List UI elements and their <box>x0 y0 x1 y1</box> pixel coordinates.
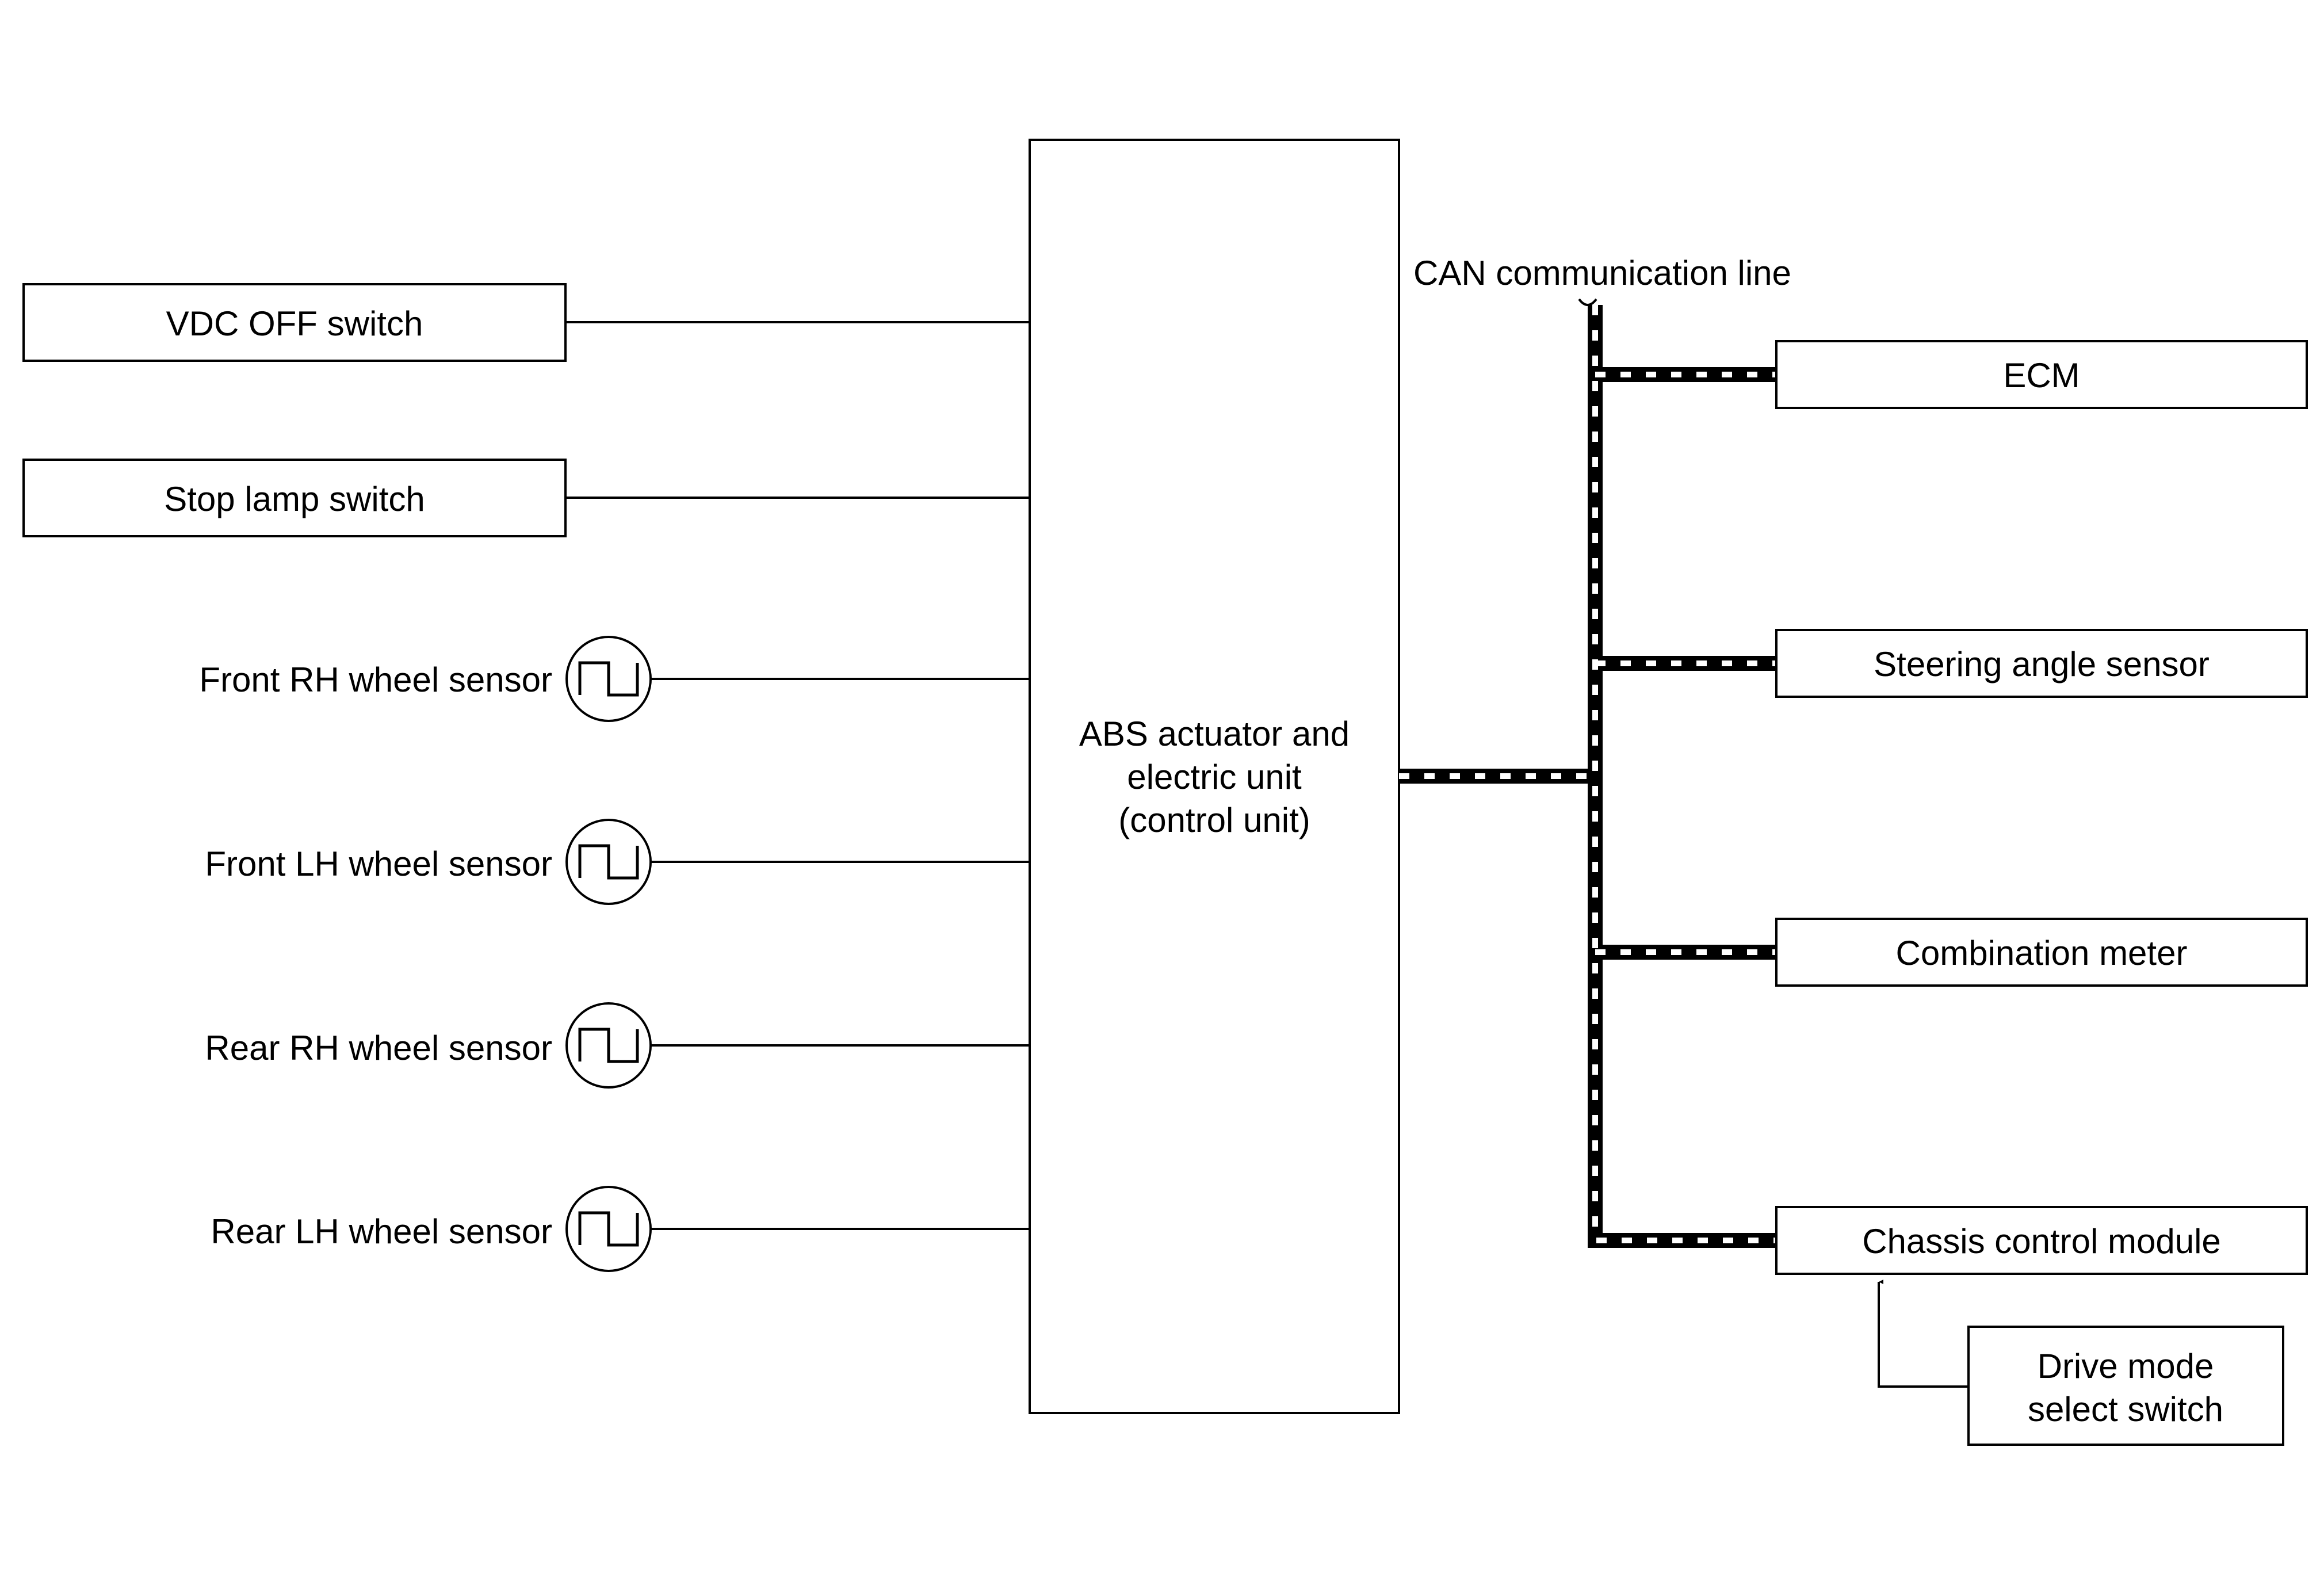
front-lh-wheel-sensor-label: Front LH wheel sensor <box>205 845 552 883</box>
steering-angle-sensor-label: Steering angle sensor <box>1874 645 2210 684</box>
drive-mode-select-switch-label-line2: select switch <box>2028 1390 2223 1429</box>
vdc-off-switch-label: VDC OFF switch <box>166 304 423 343</box>
control-unit-label-line2: electric unit <box>1127 758 1302 796</box>
can-communication-line: CAN communication line <box>1399 254 1791 1248</box>
rear-lh-wheel-sensor-label: Rear LH wheel sensor <box>211 1212 552 1251</box>
control-unit-block: ABS actuator and electric unit (control … <box>1029 139 1400 1414</box>
steering-angle-sensor-block: Steering angle sensor <box>1775 629 2308 698</box>
combination-meter-label: Combination meter <box>1896 934 2188 972</box>
drive-mode-select-switch-block: Drive mode select switch <box>1878 1280 2284 1446</box>
front-lh-wheel-sensor: Front LH wheel sensor <box>205 819 1030 905</box>
rear-lh-wheel-sensor: Rear LH wheel sensor <box>211 1186 1030 1272</box>
combination-meter-block: Combination meter <box>1775 918 2308 987</box>
vdc-off-switch-block: VDC OFF switch <box>22 283 1030 362</box>
rear-rh-wheel-sensor: Rear RH wheel sensor <box>205 1002 1030 1089</box>
can-communication-line-label: CAN communication line <box>1413 254 1791 292</box>
front-rh-wheel-sensor-label: Front RH wheel sensor <box>199 660 552 699</box>
control-unit-label-line1: ABS actuator and <box>1079 715 1350 753</box>
drive-mode-select-switch-label-line1: Drive mode <box>2038 1347 2214 1385</box>
stop-lamp-switch-label: Stop lamp switch <box>164 480 425 518</box>
ecm-label: ECM <box>2003 356 2080 395</box>
stop-lamp-switch-block: Stop lamp switch <box>22 459 1030 537</box>
can-line-brace <box>1578 298 1597 306</box>
ecm-block: ECM <box>1775 340 2308 409</box>
drive-mode-signal-arrow <box>1878 1280 1968 1388</box>
front-rh-wheel-sensor: Front RH wheel sensor <box>199 636 1030 722</box>
chassis-control-module-label: Chassis control module <box>1862 1222 2221 1261</box>
control-unit-label-line3: (control unit) <box>1118 801 1310 839</box>
rear-rh-wheel-sensor-label: Rear RH wheel sensor <box>205 1029 552 1067</box>
chassis-control-module-block: Chassis control module <box>1775 1206 2308 1275</box>
